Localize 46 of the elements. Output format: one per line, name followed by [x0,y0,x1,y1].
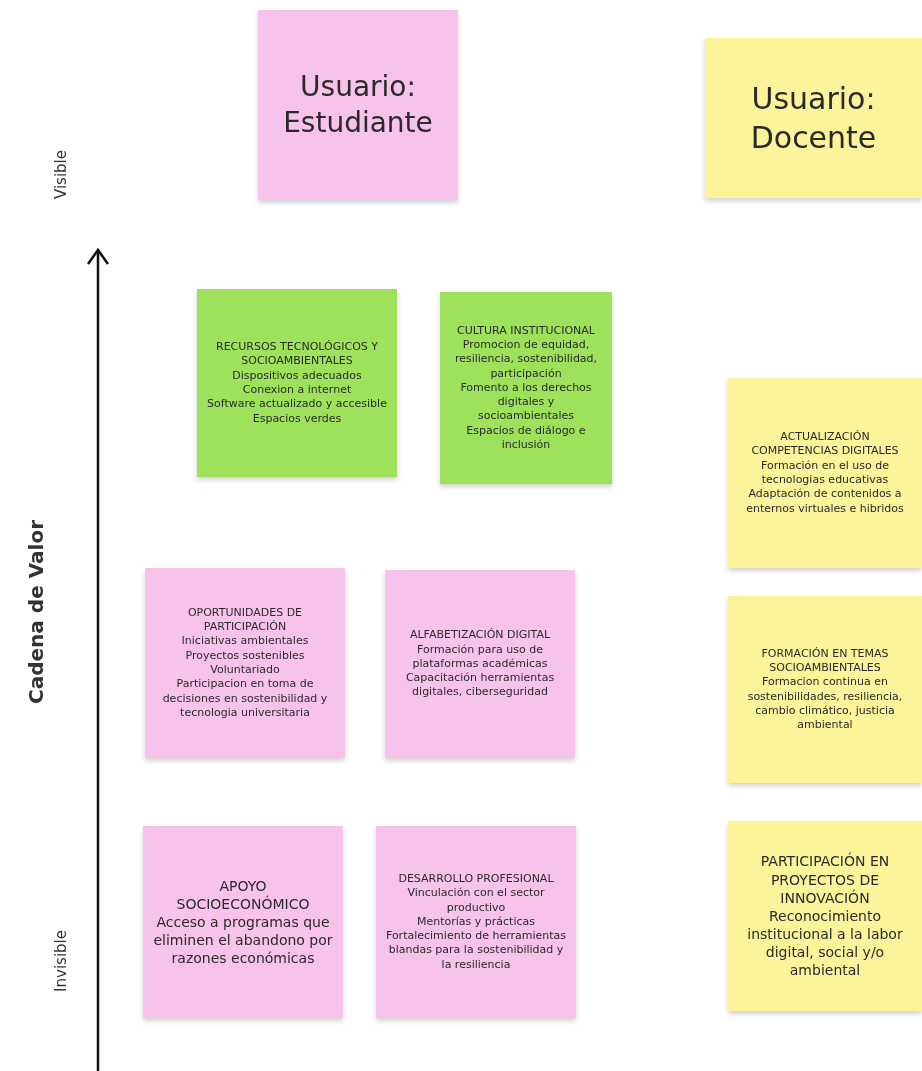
note-text: Fortalecimiento de herramientas blandas para la sostenibilidad y la resiliencia [384,929,568,973]
note-text: Formación en el uso de tecnologias educativas [760,458,890,488]
note-heading: OPORTUNIDADES DE PARTICIPACIÓN [186,605,304,635]
sticky-note [728,596,922,783]
note-heading: DESARROLLO PROFESIONAL [398,871,554,887]
note-text: Formación para uso de plataformas académicas [411,642,549,672]
note-text: Participacion en toma de decisiones en sostenibilidad y tecnologia universitaria [161,677,329,721]
axis-title: Cadena de Valor [24,520,48,704]
axis-end-label: Visible [52,150,70,199]
note-heading: APOYO SOCIOECONÓMICO [175,876,311,913]
note-text: Promocion de equidad, resiliencia, sostenibilidad, participación [453,337,599,381]
note-text: Proyectos sostenibles [185,648,305,663]
note-heading: ALFABETIZACIÓN DIGITAL [409,628,551,643]
note-text: Iniciativas ambientales [181,634,309,649]
sticky-note [385,570,575,758]
sticky-note [376,826,576,1018]
sticky-note [145,568,345,758]
note-heading: CULTURA INSTITUCIONAL [457,323,595,338]
note-text: Capacitación herramientas digitales, ciberseguridad [404,671,556,700]
sticky-note [197,289,397,477]
sticky-note [143,826,343,1018]
note-text: Reconocimiento institucional a la labor digital, social y/o ambiental [746,906,904,980]
note-text: Espacios verdes [252,411,342,426]
user-title: Usuario: Docente [749,80,878,157]
note-heading: RECURSOS TECNOLÓGICOS Y SOCIOAMBIENTALES [215,340,379,369]
user-title: Usuario: Estudiante [282,68,434,141]
note-text: Vinculación con el sector productivo [406,886,546,915]
note-heading: PARTICIPACIÓN EN PROYECTOS DE INNOVACIÓN [759,852,891,907]
sticky-note [258,10,458,200]
note-text: Voluntariado [210,663,280,678]
note-text: Acceso a programas que eliminen el abandono por razones económicas [152,912,334,968]
note-heading: ACTUALIZACIÓN COMPETENCIAS DIGITALES [750,430,900,459]
note-text: Conexion a internet [242,383,352,398]
axis-end-label: Invisible [52,930,70,992]
note-text: Espacios de diálogo e inclusión [465,423,587,453]
sticky-note [728,378,922,568]
note-heading: FORMACIÓN EN TEMAS SOCIOAMBIENTALES [760,646,890,676]
note-text: Mentorías y prácticas [417,914,535,930]
note-text: Dispositivos adecuados [232,368,362,383]
note-text: Formacion continua en sostenibilidades, resiliencia, cambio climático, justicia ambiental [746,675,904,733]
sticky-note [705,38,922,198]
note-text: Fomento a los derechos digitales y socioambientales [459,380,593,424]
note-text: Adaptación de contenidos a enternos virtuales e hibridos [745,487,905,516]
sticky-note [440,292,612,484]
sticky-note [728,821,922,1011]
note-text: Software actualizado y accesible [207,397,387,412]
